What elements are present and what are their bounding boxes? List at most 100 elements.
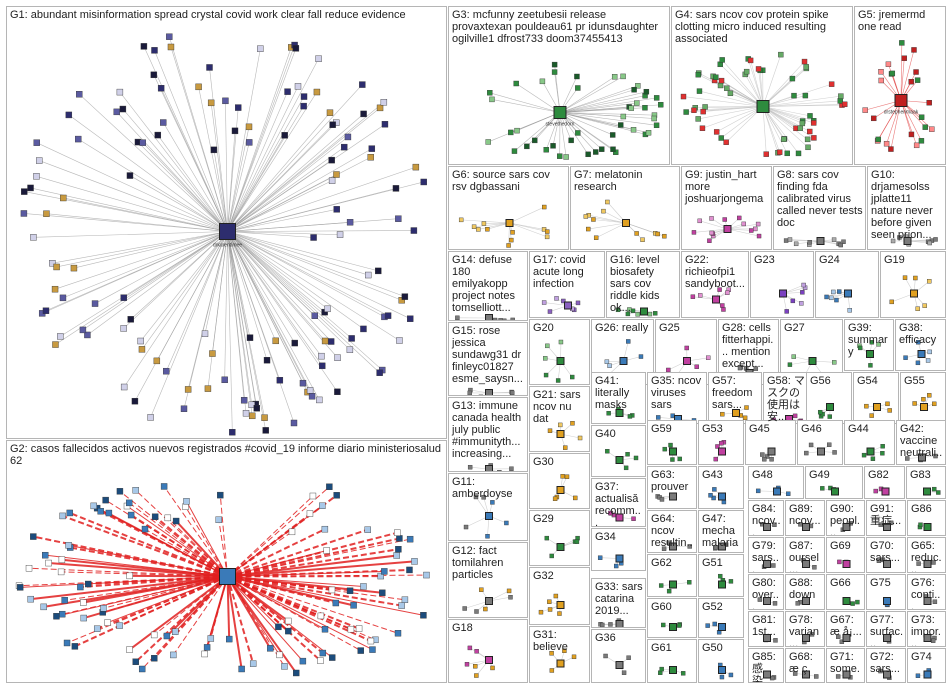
node: [653, 95, 660, 101]
node: [79, 326, 87, 334]
cluster-label-g31: G31: believe: [533, 629, 568, 653]
node: [100, 605, 107, 612]
cluster-graph-g5: drstephenmaak: [862, 40, 935, 152]
node: [713, 456, 719, 462]
edge: [227, 96, 305, 232]
cluster-nodes-g82: [873, 486, 890, 496]
cluster-graph-g67: [836, 634, 851, 644]
node: [932, 401, 937, 407]
node: [897, 235, 902, 240]
node: [463, 524, 469, 530]
node: [126, 572, 133, 580]
node: [246, 334, 254, 341]
cluster-label-g2: G2: casos fallecidos activos nuevos regi…: [10, 443, 442, 467]
edge: [227, 101, 385, 232]
cluster-label-g43: G43: [702, 469, 723, 481]
cluster-panel-g53: G53: [698, 420, 744, 465]
node: [275, 623, 282, 631]
node: [807, 113, 813, 119]
node: [360, 583, 367, 590]
node: [558, 422, 563, 428]
node: [513, 80, 519, 87]
node: [52, 341, 59, 348]
edge: [213, 149, 228, 232]
hub-node-g73: [923, 634, 932, 642]
node: [800, 290, 805, 295]
edge: [227, 231, 352, 339]
node: [831, 289, 836, 295]
cluster-graph-g33: [598, 618, 624, 627]
cluster-nodes-g81: [763, 634, 778, 643]
node: [508, 129, 514, 136]
node: [538, 609, 544, 615]
node: [229, 429, 236, 436]
cluster-label-g4: G4: sars ncov cov protein spike clotting…: [675, 9, 829, 45]
cluster-edges-g2: [19, 486, 427, 674]
node: [631, 516, 636, 521]
cluster-nodes-g23: [779, 282, 808, 314]
node: [557, 611, 562, 616]
edge: [227, 142, 250, 232]
node: [829, 295, 834, 301]
cluster-panel-g4: G4: sars ncov cov protein spike clotting…: [671, 6, 853, 165]
cluster-nodes-g66: [842, 597, 860, 606]
edge: [74, 575, 228, 648]
node: [40, 603, 47, 611]
node: [248, 412, 256, 420]
hub-node-g82: [881, 487, 890, 496]
hub-node-g53: [718, 447, 726, 456]
node: [392, 185, 400, 192]
node: [908, 78, 914, 85]
node: [126, 646, 133, 653]
cluster-label-g6: G6: source sars cov rsv dgbassani: [452, 169, 550, 193]
cluster-nodes-g10: [890, 234, 938, 247]
edge: [78, 138, 228, 232]
cluster-label-g19: G19: [884, 254, 905, 266]
edge: [227, 231, 304, 384]
cluster-graph-g8: [783, 237, 846, 248]
node: [749, 228, 754, 233]
cluster-graph-g10: [890, 234, 938, 247]
node: [922, 303, 927, 308]
node: [226, 635, 233, 643]
node: [381, 568, 388, 575]
edge: [150, 231, 228, 418]
node: [257, 45, 264, 52]
hub-node-g22: [712, 295, 720, 304]
cluster-panel-g32: G32: [529, 567, 590, 625]
cluster-graph-g41: [606, 406, 635, 419]
node: [139, 139, 146, 146]
edge: [187, 231, 228, 390]
node: [912, 401, 917, 406]
node: [615, 307, 621, 313]
cluster-graph-g39: [857, 340, 881, 368]
cluster-nodes-g51: [718, 573, 734, 589]
node: [608, 510, 613, 516]
edge: [209, 67, 228, 232]
edge: [227, 231, 385, 318]
node: [908, 131, 915, 138]
cluster-graph-g89: [798, 522, 814, 531]
node: [642, 105, 648, 111]
hub-node-g74: [923, 670, 932, 679]
node: [70, 264, 78, 272]
node: [299, 379, 307, 387]
node: [105, 509, 113, 517]
cluster-graph-g3: stevethedorn: [485, 61, 664, 160]
node: [932, 486, 937, 492]
node: [502, 318, 507, 320]
cluster-nodes-g8: [783, 237, 846, 248]
cluster-graph-g6: [458, 204, 550, 248]
cluster-nodes-g2: [15, 483, 430, 677]
hub-node-g48: [773, 487, 781, 496]
hub-node-g54: [873, 403, 881, 411]
edge: [45, 231, 228, 311]
edge: [686, 106, 764, 113]
hub-node-g46: [817, 447, 825, 456]
node: [599, 146, 605, 152]
node: [613, 563, 619, 569]
hub-node-g67: [842, 634, 851, 642]
edge: [88, 575, 228, 586]
cluster-graph-g37: [608, 510, 636, 522]
node: [698, 293, 703, 298]
